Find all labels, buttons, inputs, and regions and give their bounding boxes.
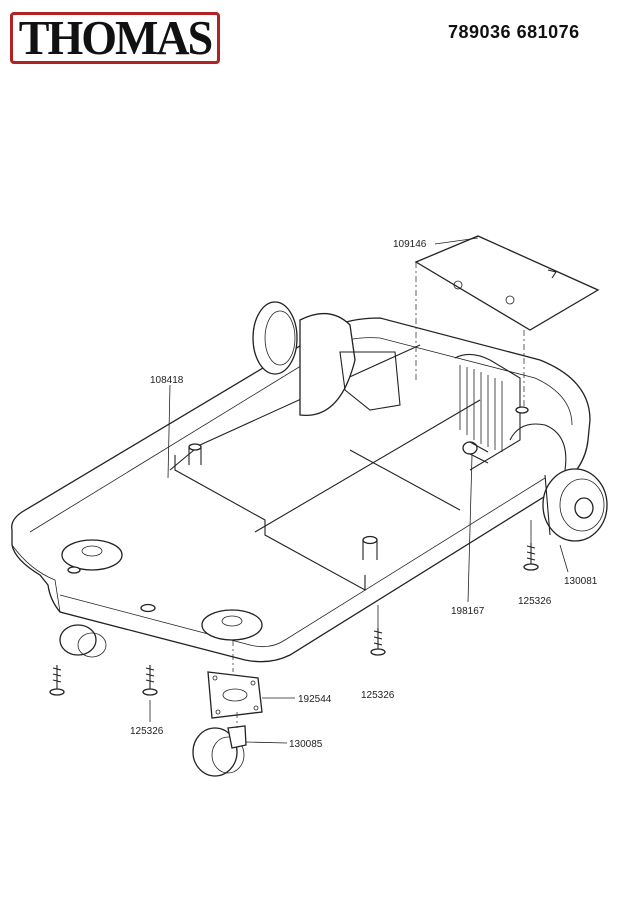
rear-wheel-left bbox=[252, 301, 401, 416]
part-198167 bbox=[462, 441, 489, 603]
leader-lines bbox=[149, 237, 569, 744]
part-code-header: 789036 681076 bbox=[448, 22, 580, 42]
part-label-130081: 130081 bbox=[564, 576, 598, 587]
part-label-109146: 109146 bbox=[393, 239, 427, 250]
screw-left bbox=[49, 665, 65, 696]
screw-125326-a bbox=[142, 665, 158, 696]
screw-125326-b bbox=[370, 628, 386, 656]
screw-125326-c bbox=[523, 543, 539, 571]
part-label-130085: 130085 bbox=[289, 739, 323, 750]
plate-109146 bbox=[414, 235, 600, 410]
part-label-192544: 192544 bbox=[298, 694, 332, 705]
caster-left bbox=[59, 624, 107, 658]
part-label-125326-center: 125326 bbox=[361, 690, 395, 701]
part-label-198167: 198167 bbox=[451, 606, 485, 617]
wheel-130081 bbox=[542, 468, 608, 542]
caster-plate-192544 bbox=[207, 640, 263, 719]
part-label-108418: 108418 bbox=[150, 375, 184, 386]
caster-130085 bbox=[192, 712, 247, 777]
mounting-pads bbox=[61, 406, 529, 641]
thomas-logo: THOMAS bbox=[10, 12, 220, 64]
part-label-125326-right: 125326 bbox=[518, 596, 552, 607]
part-label-125326-left: 125326 bbox=[130, 726, 164, 737]
logo-text: THOMAS bbox=[18, 10, 213, 65]
